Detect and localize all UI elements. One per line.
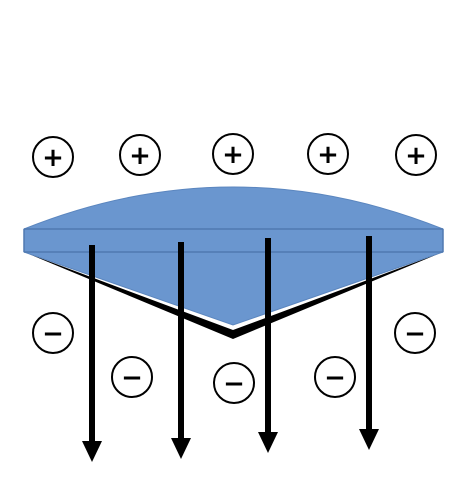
svg-text:−: −: [223, 369, 245, 399]
lens-body: [23, 186, 444, 326]
arrow-2: [171, 242, 191, 459]
svg-text:+: +: [222, 140, 244, 170]
arrow-3: [258, 238, 278, 453]
svg-text:−: −: [42, 319, 64, 349]
positive-charge: +: [212, 133, 254, 175]
negative-charge: −: [32, 312, 74, 354]
positive-charge: +: [395, 134, 437, 176]
svg-text:+: +: [317, 140, 339, 170]
positive-charge: +: [32, 136, 74, 178]
svg-text:−: −: [404, 319, 426, 349]
positive-charge: +: [307, 133, 349, 175]
negative-charge: −: [111, 356, 153, 398]
negative-charge: −: [314, 356, 356, 398]
svg-text:+: +: [129, 141, 151, 171]
svg-text:+: +: [405, 141, 427, 171]
positive-charge: +: [119, 134, 161, 176]
negative-charge: −: [394, 312, 436, 354]
negative-charge: −: [213, 362, 255, 404]
arrow-1: [82, 245, 102, 462]
arrow-4: [359, 236, 379, 450]
svg-text:−: −: [121, 363, 143, 393]
svg-text:+: +: [42, 143, 64, 173]
svg-text:−: −: [324, 363, 346, 393]
